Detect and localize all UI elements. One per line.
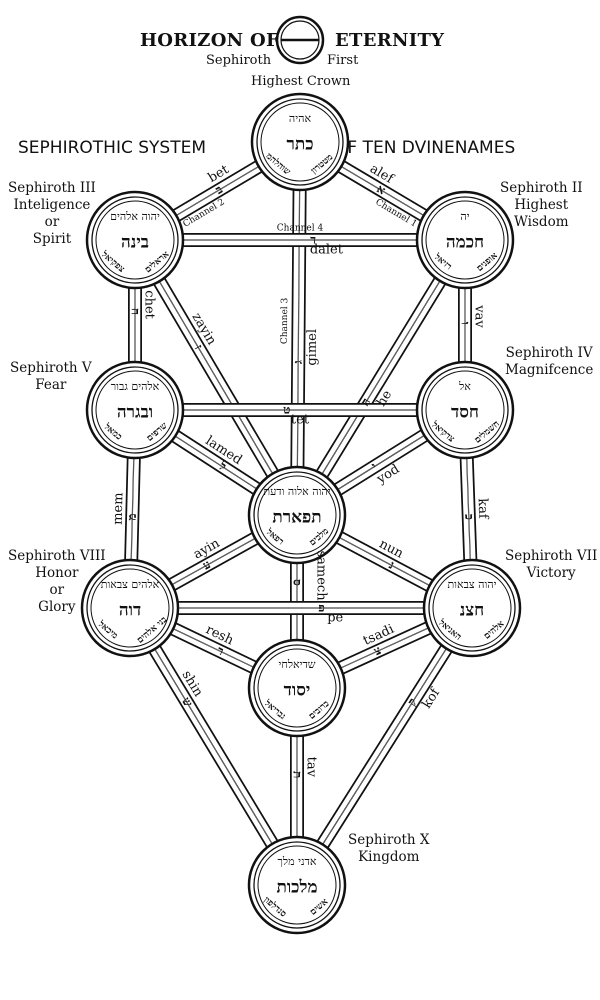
divine-name-malkuth: אדני מלך — [278, 855, 317, 868]
channel-kof — [291, 604, 478, 889]
divine-name-binah: יהוה אלהים — [110, 210, 160, 223]
path-letter-zayin: ז — [192, 342, 206, 353]
divine-name-chesed: אל — [458, 380, 471, 393]
path-letter-pe: פ — [318, 601, 325, 615]
sephirah-name-yesod: יסוד — [284, 681, 311, 701]
divine-name-yesod: שדיאלחי — [278, 658, 315, 671]
channel-label-gimel: Channel 3 — [280, 297, 290, 344]
channel-zayin — [128, 236, 304, 519]
path-name-tav: tav — [304, 757, 319, 778]
title-eternity: ETERNITY — [335, 30, 445, 51]
path-letter-mem: מ — [125, 513, 139, 520]
divine-name-chokmah: יה — [460, 210, 469, 223]
path-name-tet: tet — [291, 413, 310, 428]
sephirah-name-hod: דוה — [119, 601, 141, 621]
channel-label-dalet: Channel 4 — [277, 224, 324, 234]
label-sephiroth-2: Sephiroth II Highest Wisdom — [500, 180, 583, 230]
path-letter-dalet: ד — [310, 233, 316, 247]
sephirah-name-gevurah: ובגרה — [117, 403, 153, 423]
path-letter-chet: ח — [129, 308, 143, 315]
title-horizon: HORIZON OF — [140, 30, 280, 51]
sephirah-name-keter: כתר — [286, 135, 313, 155]
label-sephiroth-8: Sephiroth VIII Honor or Glory — [8, 548, 106, 615]
horizon-emblem — [275, 15, 325, 65]
title-sephirothic-system: SEPHIROTHIC SYSTEM — [18, 138, 206, 158]
divine-name-keter: אהיה — [289, 112, 312, 125]
label-sephiroth-3: Sephiroth III Inteligence or Spirit — [8, 180, 96, 247]
path-letter-vav: ו — [459, 322, 473, 325]
channel-he — [291, 236, 471, 519]
label-sephiroth-7: Sephiroth VII Victory — [505, 548, 598, 581]
sephirah-name-netzach: חצנ — [460, 601, 485, 621]
path-name-kaf: kaf — [475, 498, 491, 520]
path-name-samech: samech — [314, 550, 329, 601]
divine-name-gevurah: אלהים גבור — [111, 380, 160, 393]
channel-shin — [124, 604, 303, 889]
path-name-he: he — [374, 388, 395, 410]
path-name-vav: vav — [472, 304, 487, 328]
title-ten-divine-names: OF TEN DVINENAMES — [334, 138, 516, 158]
divine-name-tiferet: יהוה אלוה ודעת — [263, 485, 330, 498]
path-name-dalet: dalet — [310, 243, 344, 258]
subtitle-sephiroth: Sephiroth — [206, 53, 272, 68]
path-letter-yod: י — [369, 460, 379, 474]
sephirah-name-chesed: חסד — [451, 403, 479, 423]
sephirah-name-malkuth: מלכות — [276, 878, 317, 898]
path-name-pe: pe — [327, 611, 343, 626]
path-letter-tet: ט — [283, 403, 290, 417]
divine-name-netzach: יהוה צבאות — [447, 578, 496, 591]
path-letter-tsadi: צ — [372, 643, 384, 658]
sephirah-name-binah: בינה — [121, 233, 149, 253]
sephirah-name-tiferet: תפארת — [272, 508, 321, 528]
label-sephiroth-5: Sephiroth V Fear — [10, 360, 92, 393]
divine-name-hod: אלהים צבאות — [101, 578, 160, 591]
subtitle-highest-crown: Highest Crown — [251, 74, 351, 89]
channel-gimel — [290, 141, 307, 516]
subtitle-first: First — [327, 53, 359, 68]
path-letter-kaf: כ — [462, 514, 476, 520]
label-sephiroth-10: Sephiroth X Kingdom — [348, 832, 430, 865]
path-letter-gimel: ג — [291, 360, 305, 364]
path-name-mem: mem — [111, 492, 127, 525]
path-name-chet: chet — [142, 290, 157, 319]
path-letter-nun: נ — [387, 558, 397, 572]
label-sephiroth-4: Sephiroth IV Magnifcence — [505, 345, 594, 378]
path-letter-samech: ס — [291, 579, 305, 586]
path-letter-tav: ת — [291, 771, 305, 778]
path-letter-resh: ר — [215, 643, 226, 658]
sephirah-name-chokmah: חכמה — [446, 233, 484, 253]
path-name-gimel: gimel — [305, 329, 320, 366]
